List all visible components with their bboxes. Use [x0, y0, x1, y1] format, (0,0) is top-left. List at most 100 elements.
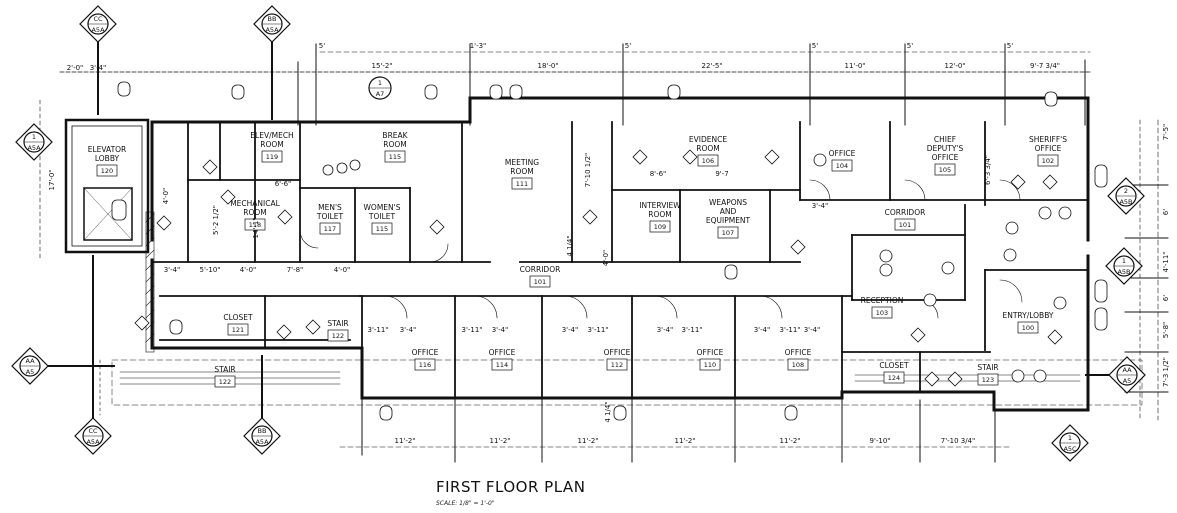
dimension-vertical: 4'-0": [602, 250, 610, 267]
room-number: 120: [101, 167, 113, 175]
elevation-marker-1-bottom-right: 1 A5C: [1051, 424, 1089, 462]
tag-hexagons: [111, 81, 1108, 421]
room-name-line: STAIR: [327, 319, 348, 328]
room-number: 106: [702, 157, 714, 165]
section-marker-aa-left: AA A5: [11, 347, 115, 385]
elevation-marker-2-right: 2 A5B: [1107, 177, 1145, 215]
room-name-line: EVIDENCE: [689, 135, 727, 144]
marker-top: AA: [1122, 366, 1132, 374]
room-number: 101: [534, 278, 546, 286]
dimension-bottom: 11'-2": [779, 437, 800, 445]
marker-top: 2: [1124, 187, 1128, 195]
marker-top: 1: [1068, 434, 1072, 442]
dimension-interior: 3'-4": [562, 326, 579, 334]
dimension-bottom: 11'-2": [577, 437, 598, 445]
room-name-line: ROOM: [648, 210, 672, 219]
marker-bottom: A5A: [27, 144, 41, 152]
room-name-line: ROOM: [260, 140, 284, 149]
marker-bottom: A5A: [91, 26, 105, 34]
room-name-line: MEETING: [505, 158, 539, 167]
dimension-bottom: 7'-10 3/4": [941, 437, 976, 445]
section-marker-aa-right: AA A5: [1085, 356, 1146, 394]
room-name-line: LOBBY: [95, 154, 120, 163]
dimension-top: 3'-4": [90, 64, 107, 72]
room-name-line: ELEVATOR: [88, 145, 127, 154]
room-number: 111: [516, 180, 528, 188]
marker-top: BB: [268, 15, 277, 23]
marker-top: 1: [378, 79, 382, 87]
room-name-line: CLOSET: [223, 313, 253, 322]
marker-top: CC: [88, 427, 98, 435]
dimension-bottom: 9'-10": [869, 437, 890, 445]
dimension-interior: 3'-11": [779, 326, 800, 334]
marker-bottom: A5A: [255, 438, 269, 446]
marker-top: AA: [25, 357, 35, 365]
dimension-vertical: 4'-0": [162, 188, 170, 205]
room-name-line: OFFICE: [412, 348, 439, 357]
dimension-interior: 4'-0": [334, 266, 351, 274]
room-number: 105: [939, 166, 951, 174]
room-number: 122: [219, 378, 231, 386]
marker-top: 1: [1122, 257, 1126, 265]
dimension-interior: 3'-4": [164, 266, 181, 274]
room-name-line: TOILET: [316, 212, 344, 221]
dimension-interior: 3'-4": [812, 202, 829, 210]
dimension-bottom: 11'-2": [489, 437, 510, 445]
dimension-vertical: 4 1/4": [566, 235, 574, 256]
room-number: 115: [389, 153, 401, 161]
dimension-interior: 3'-11": [587, 326, 608, 334]
room-number: 115: [376, 225, 388, 233]
section-marker-cc-bottom: CC A5A: [74, 255, 112, 455]
room-name-line: ROOM: [696, 144, 720, 153]
room-name-line: INTERVIEW: [639, 201, 681, 210]
dimension-top: 5': [1007, 42, 1013, 50]
elevation-marker-break-room: 1 A7: [368, 76, 392, 100]
dimension-interior: 3'-4": [657, 326, 674, 334]
room-name-line: OFFICE: [604, 348, 631, 357]
room-number: 108: [792, 361, 804, 369]
room-name-line: CORRIDOR: [885, 208, 926, 217]
dimension-interior: 3'-11": [681, 326, 702, 334]
dimension-vertical: 7'-5": [1162, 124, 1170, 141]
room-name-line: WEAPONS: [709, 198, 747, 207]
dimension-vertical: 6': [1162, 209, 1170, 215]
room-number: 107: [722, 229, 734, 237]
room-name-line: ROOM: [383, 140, 407, 149]
room-number: 123: [982, 376, 994, 384]
tag-circles: [322, 153, 1072, 383]
marker-bottom: A5: [26, 368, 35, 376]
room-name-line: BREAK: [382, 131, 408, 140]
dimension-top: 5': [812, 42, 818, 50]
room-name-line: STAIR: [977, 363, 998, 372]
room-number: 114: [496, 361, 508, 369]
dimension-interior: 8'-6": [650, 170, 667, 178]
marker-bottom: A5A: [86, 438, 100, 446]
dimension-vertical: 4'-11": [1162, 251, 1170, 272]
room-name-line: OFFICE: [785, 348, 812, 357]
room-name-line: MEN'S: [318, 203, 342, 212]
section-marker-bb-bottom: BB A5A: [243, 355, 281, 455]
dimension-top: 15'-2": [371, 62, 392, 70]
room-number: 121: [232, 326, 244, 334]
room-name-line: AND: [720, 207, 737, 216]
room-number: 102: [1042, 157, 1054, 165]
room-number: 112: [611, 361, 623, 369]
